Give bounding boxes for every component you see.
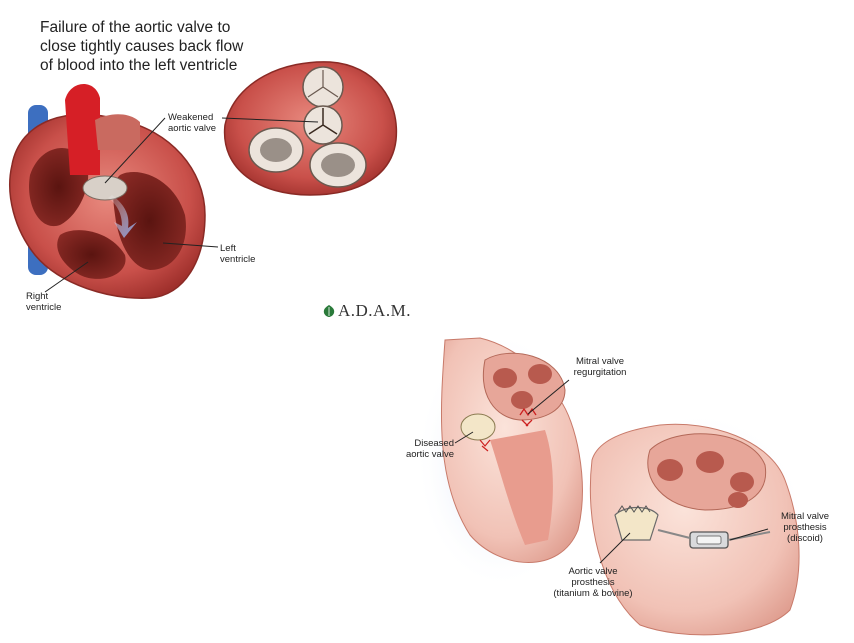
aortic-regurgitation-marks (479, 439, 491, 452)
headline: Failure of the aortic valve to close tig… (40, 18, 300, 75)
pulmonary-vein-1 (493, 368, 517, 388)
label-aortic-valve-prosthesis: Aortic valve prosthesis (titanium & bovi… (538, 566, 648, 599)
label-mitral-prosthesis-line-2: prosthesis (783, 522, 827, 533)
diseased-heart-view (415, 330, 585, 590)
pulmonary-artery (95, 114, 140, 150)
leaf-icon (323, 305, 335, 317)
label-weakened-line-1: Weakened (168, 112, 214, 123)
label-left-line-2: ventricle (220, 254, 256, 265)
label-weakened-line-2: aortic valve (168, 123, 217, 134)
prosthesis-connector (657, 529, 691, 539)
leader-mitral-regurg (527, 379, 570, 415)
pulmonary-vein-5 (696, 451, 724, 473)
tricuspid-opening (260, 138, 292, 162)
label-diseased-line-1: Diseased (414, 438, 454, 449)
label-mitral-regurgitation: Mitral valve regurgitation (560, 356, 640, 378)
diseased-aortic-valve (460, 413, 496, 441)
leader-diseased (454, 431, 474, 444)
aortic-prosthesis-struts (617, 505, 651, 513)
pulmonary-vein-3 (511, 391, 533, 409)
mitral-prosthesis-disc (696, 535, 722, 545)
pulmonary-valve-cusps (307, 70, 339, 98)
pulmonary-vein-4 (657, 459, 683, 481)
aorta (65, 83, 100, 175)
top-leader-lines (44, 117, 319, 293)
diseased-ventricle-cavity (490, 430, 553, 545)
label-aortic-prosthesis-line-3: (titanium & bovine) (553, 588, 633, 599)
label-left-ventricle: Left ventricle (220, 243, 255, 265)
label-mitral-prosthesis-line-1: Mitral valve (780, 511, 830, 522)
label-diseased-line-2: aortic valve (405, 449, 454, 460)
leader-right-ventricle (44, 261, 89, 293)
leader-left-ventricle (162, 242, 219, 248)
aortic-valve (82, 175, 128, 201)
aortic-valve-prosthesis (614, 506, 659, 541)
adam-logo: A.D.A.M. (322, 300, 411, 322)
label-right-line-2: ventricle (26, 302, 62, 313)
aortic-valve-cusps (308, 108, 338, 135)
brand-name: A.D.A.M. (338, 301, 411, 320)
leader-mitral-prosthesis (729, 528, 769, 541)
prosthesis-heart-view (589, 410, 810, 643)
leader-weakened-left (104, 117, 166, 184)
label-right-ventricle: Right ventricle (26, 291, 61, 313)
backflow-arrow (108, 195, 137, 238)
label-diseased-aortic-valve: Diseased aortic valve (384, 438, 454, 460)
leader-aortic-prosthesis (599, 532, 631, 564)
mitral-opening (321, 153, 355, 177)
label-mitral-regurg-line-1: Mitral valve (575, 356, 625, 367)
pulmonary-vein-7 (728, 492, 748, 508)
heart-cross-section (9, 83, 206, 299)
leader-weakened-right (221, 117, 319, 123)
label-mitral-valve-prosthesis: Mitral valve prosthesis (discoid) (768, 511, 842, 544)
label-left-line-1: Left (220, 243, 236, 254)
label-aortic-prosthesis-line-1: Aortic valve (568, 566, 618, 577)
valve-top-view (223, 61, 398, 196)
label-mitral-prosthesis-line-3: (discoid) (787, 533, 823, 544)
headline-line-2: close tightly causes back flow (40, 38, 244, 55)
pulmonary-vein-2 (528, 364, 552, 384)
pulmonary-vein-6 (730, 472, 754, 492)
left-ventricle-chamber (113, 171, 186, 270)
right-ventricle-chamber (57, 230, 126, 279)
headline-line-3: of blood into the left ventricle (40, 57, 238, 74)
bottom-leader-lines (454, 379, 769, 564)
label-weakened-aortic-valve: Weakened aortic valve (168, 112, 216, 134)
label-mitral-regurg-line-2: regurgitation (573, 367, 627, 378)
headline-line-1: Failure of the aortic valve to (40, 19, 231, 36)
label-aortic-prosthesis-line-2: prosthesis (571, 577, 615, 588)
regurgitation-marks (519, 407, 537, 427)
label-right-line-1: Right (26, 291, 49, 302)
